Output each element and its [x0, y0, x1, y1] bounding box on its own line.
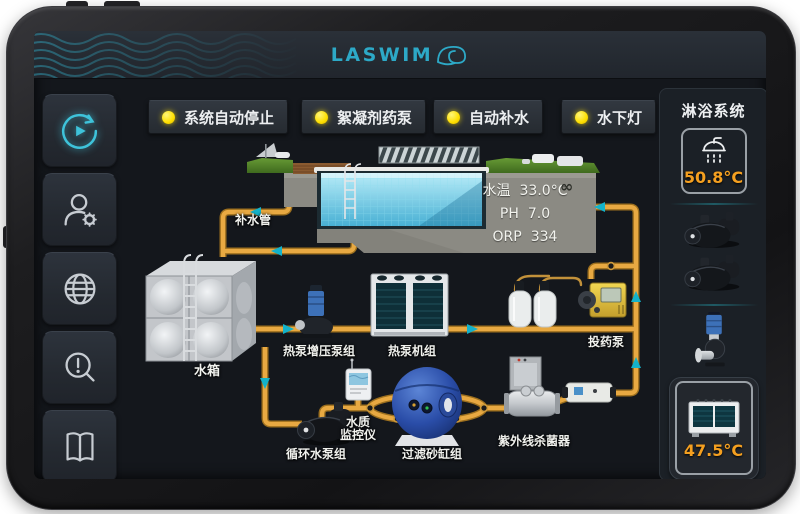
pool-temp-row: 水温 33.0°C	[482, 183, 568, 199]
pool-metrics: 水温 33.0°C PH 7.0 ORP 334	[458, 180, 592, 249]
user-settings-icon	[63, 193, 97, 227]
shower-system-panel: 淋浴系统 50.8°C	[659, 88, 766, 479]
status-button-system-auto-stop[interactable]: 系统自动停止	[148, 100, 289, 134]
sidebar-item-network[interactable]	[42, 252, 117, 325]
label-circulation-pump: 循环水泵组	[285, 447, 346, 461]
process-diagram	[145, 143, 641, 446]
volume-button[interactable]	[104, 1, 140, 10]
heater-frame: 47.5°C	[674, 381, 753, 476]
label-uv-sterilizer: 紫外线杀菌器	[497, 434, 570, 448]
pool-cross-section	[247, 143, 600, 253]
shower-icon	[701, 136, 726, 163]
heater-temp-value: 47.5°C	[683, 440, 744, 460]
status-button-auto-refill[interactable]: 自动补水	[433, 100, 544, 134]
header-bar: LASWIM	[34, 31, 766, 79]
status-indicator-dot	[315, 110, 328, 124]
heat-pump-icon	[688, 398, 739, 437]
manual-book-icon	[65, 431, 94, 462]
status-button-flocculant-pump[interactable]: 絮凝剂药泵	[301, 100, 427, 134]
pool-ladder	[344, 163, 362, 219]
circulation-pump-graphic	[297, 402, 352, 446]
deck-furniture	[256, 143, 583, 166]
sidebar-item-manual[interactable]	[42, 410, 117, 479]
label-sand-filter: 过滤砂缸组	[401, 447, 462, 461]
chemical-tanks-graphic	[508, 281, 557, 328]
panel-divider	[669, 303, 758, 306]
booster-pump-image	[694, 311, 725, 366]
status-indicator-dot	[162, 110, 175, 124]
infinity-mark: ∞	[560, 177, 574, 196]
tablet-bezel: LASWIM	[6, 6, 796, 510]
water-monitor-graphic	[345, 358, 372, 401]
shell-logo-icon	[437, 45, 467, 65]
booster-pump-graphic	[295, 285, 333, 338]
shower-temp-value: 50.8°C	[683, 167, 744, 187]
sidebar-item-user-settings[interactable]	[42, 173, 117, 246]
shower-pumps-image	[683, 212, 740, 292]
touchscreen: LASWIM	[34, 31, 766, 479]
label-dosing-pump: 投药泵	[587, 335, 624, 349]
status-indicator-dot	[575, 110, 588, 124]
flow-arrows	[250, 202, 641, 389]
label-supply-pipe: 补水管	[234, 213, 271, 227]
heat-pump-graphic	[370, 273, 449, 337]
status-button-label: 系统自动停止	[184, 108, 275, 127]
label-water-monitor: 水质 监控仪	[339, 415, 376, 442]
sand-filter-graphic	[392, 363, 462, 446]
panel-divider	[669, 203, 758, 206]
sync-play-icon	[61, 113, 97, 149]
tank-ladder	[183, 254, 204, 361]
status-button-label: 絮凝剂药泵	[337, 108, 413, 127]
status-indicator-dot	[447, 110, 460, 124]
label-heat-pump: 热泵机组	[387, 344, 436, 358]
status-button-label: 水下灯	[597, 108, 643, 127]
power-button[interactable]	[66, 1, 88, 10]
water-tank-graphic	[145, 254, 256, 362]
sidebar-item-auto-run[interactable]	[42, 94, 117, 167]
shower-panel-title: 淋浴系统	[681, 102, 746, 120]
status-button-underwater-light[interactable]: 水下灯	[561, 100, 657, 134]
label-water-tank: 水箱	[193, 364, 220, 379]
brand-logo-text: LASWIM	[330, 43, 434, 66]
pool-ph-row: PH 7.0	[499, 206, 551, 222]
pool-orp-row: ORP 334	[492, 229, 558, 245]
sidebar-item-alarm-query[interactable]	[42, 331, 117, 404]
status-button-label: 自动补水	[469, 108, 530, 127]
wave-pattern-decoration	[34, 33, 297, 78]
uv-sterilizer-graphic	[504, 356, 616, 417]
heater-temp-button[interactable]: 47.5°C	[668, 376, 759, 479]
dosing-pump-graphic	[578, 282, 627, 318]
globe-icon	[64, 273, 95, 304]
shower-temp-button[interactable]: 50.8°C	[680, 128, 747, 195]
brand-logo: LASWIM	[34, 31, 766, 78]
sidebar-nav	[42, 94, 117, 479]
search-alert-icon	[64, 351, 95, 382]
label-booster-pump: 热泵增压泵组	[282, 344, 355, 358]
